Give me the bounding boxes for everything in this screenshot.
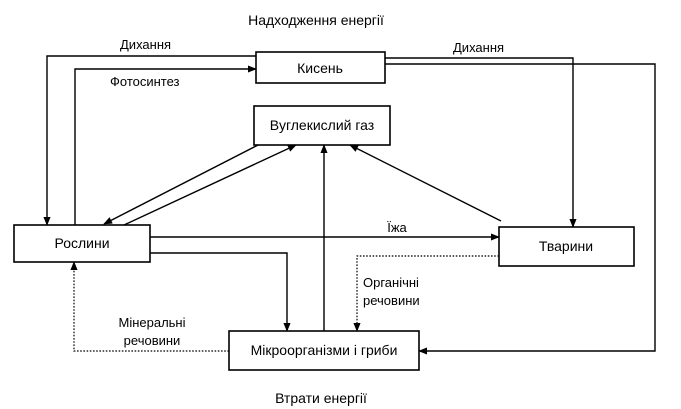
node-oxygen-label: Кисень <box>297 60 343 76</box>
label-mineral-1: Мінеральні <box>118 315 185 330</box>
arrow-co2-to-plants <box>103 144 259 225</box>
arrow-oxygen-to-microbes <box>385 63 656 355</box>
node-plants-label: Рослини <box>54 235 109 251</box>
node-animals: Тварини <box>498 226 635 267</box>
label-photosynthesis: Фотосинтез <box>110 74 180 89</box>
label-organic-2: речовини <box>363 293 420 308</box>
node-co2: Вуглекислий газ <box>253 105 391 146</box>
label-organic-1: Органічні <box>363 275 419 290</box>
label-respiration-right: Дихання <box>453 40 504 55</box>
title-energy-loss: Втрати енергії <box>275 390 367 406</box>
title-energy-input: Надходження енергії <box>248 12 384 28</box>
arrow-animals-to-co2 <box>349 144 502 222</box>
node-microbes-label: Мікроорганізми і гриби <box>251 342 398 358</box>
arrow-respiration-right <box>385 57 577 228</box>
label-food: Їжа <box>387 220 407 235</box>
arrow-animals-to-microbes <box>353 255 499 332</box>
arrow-plants-to-microbes <box>150 252 291 332</box>
node-animals-label: Тварини <box>539 238 593 254</box>
arrow-photosynthesis <box>74 65 257 225</box>
node-co2-label: Вуглекислий газ <box>270 117 374 133</box>
label-respiration-left: Дихання <box>120 37 171 52</box>
arrow-minerals <box>70 261 229 352</box>
node-plants: Рослини <box>13 224 151 263</box>
arrow-plants-to-co2 <box>123 144 297 226</box>
arrow-respiration-left <box>43 55 256 226</box>
node-microbes: Мікроорганізми і гриби <box>228 330 420 371</box>
label-mineral-2: речовини <box>124 333 181 348</box>
node-oxygen: Кисень <box>255 51 386 84</box>
